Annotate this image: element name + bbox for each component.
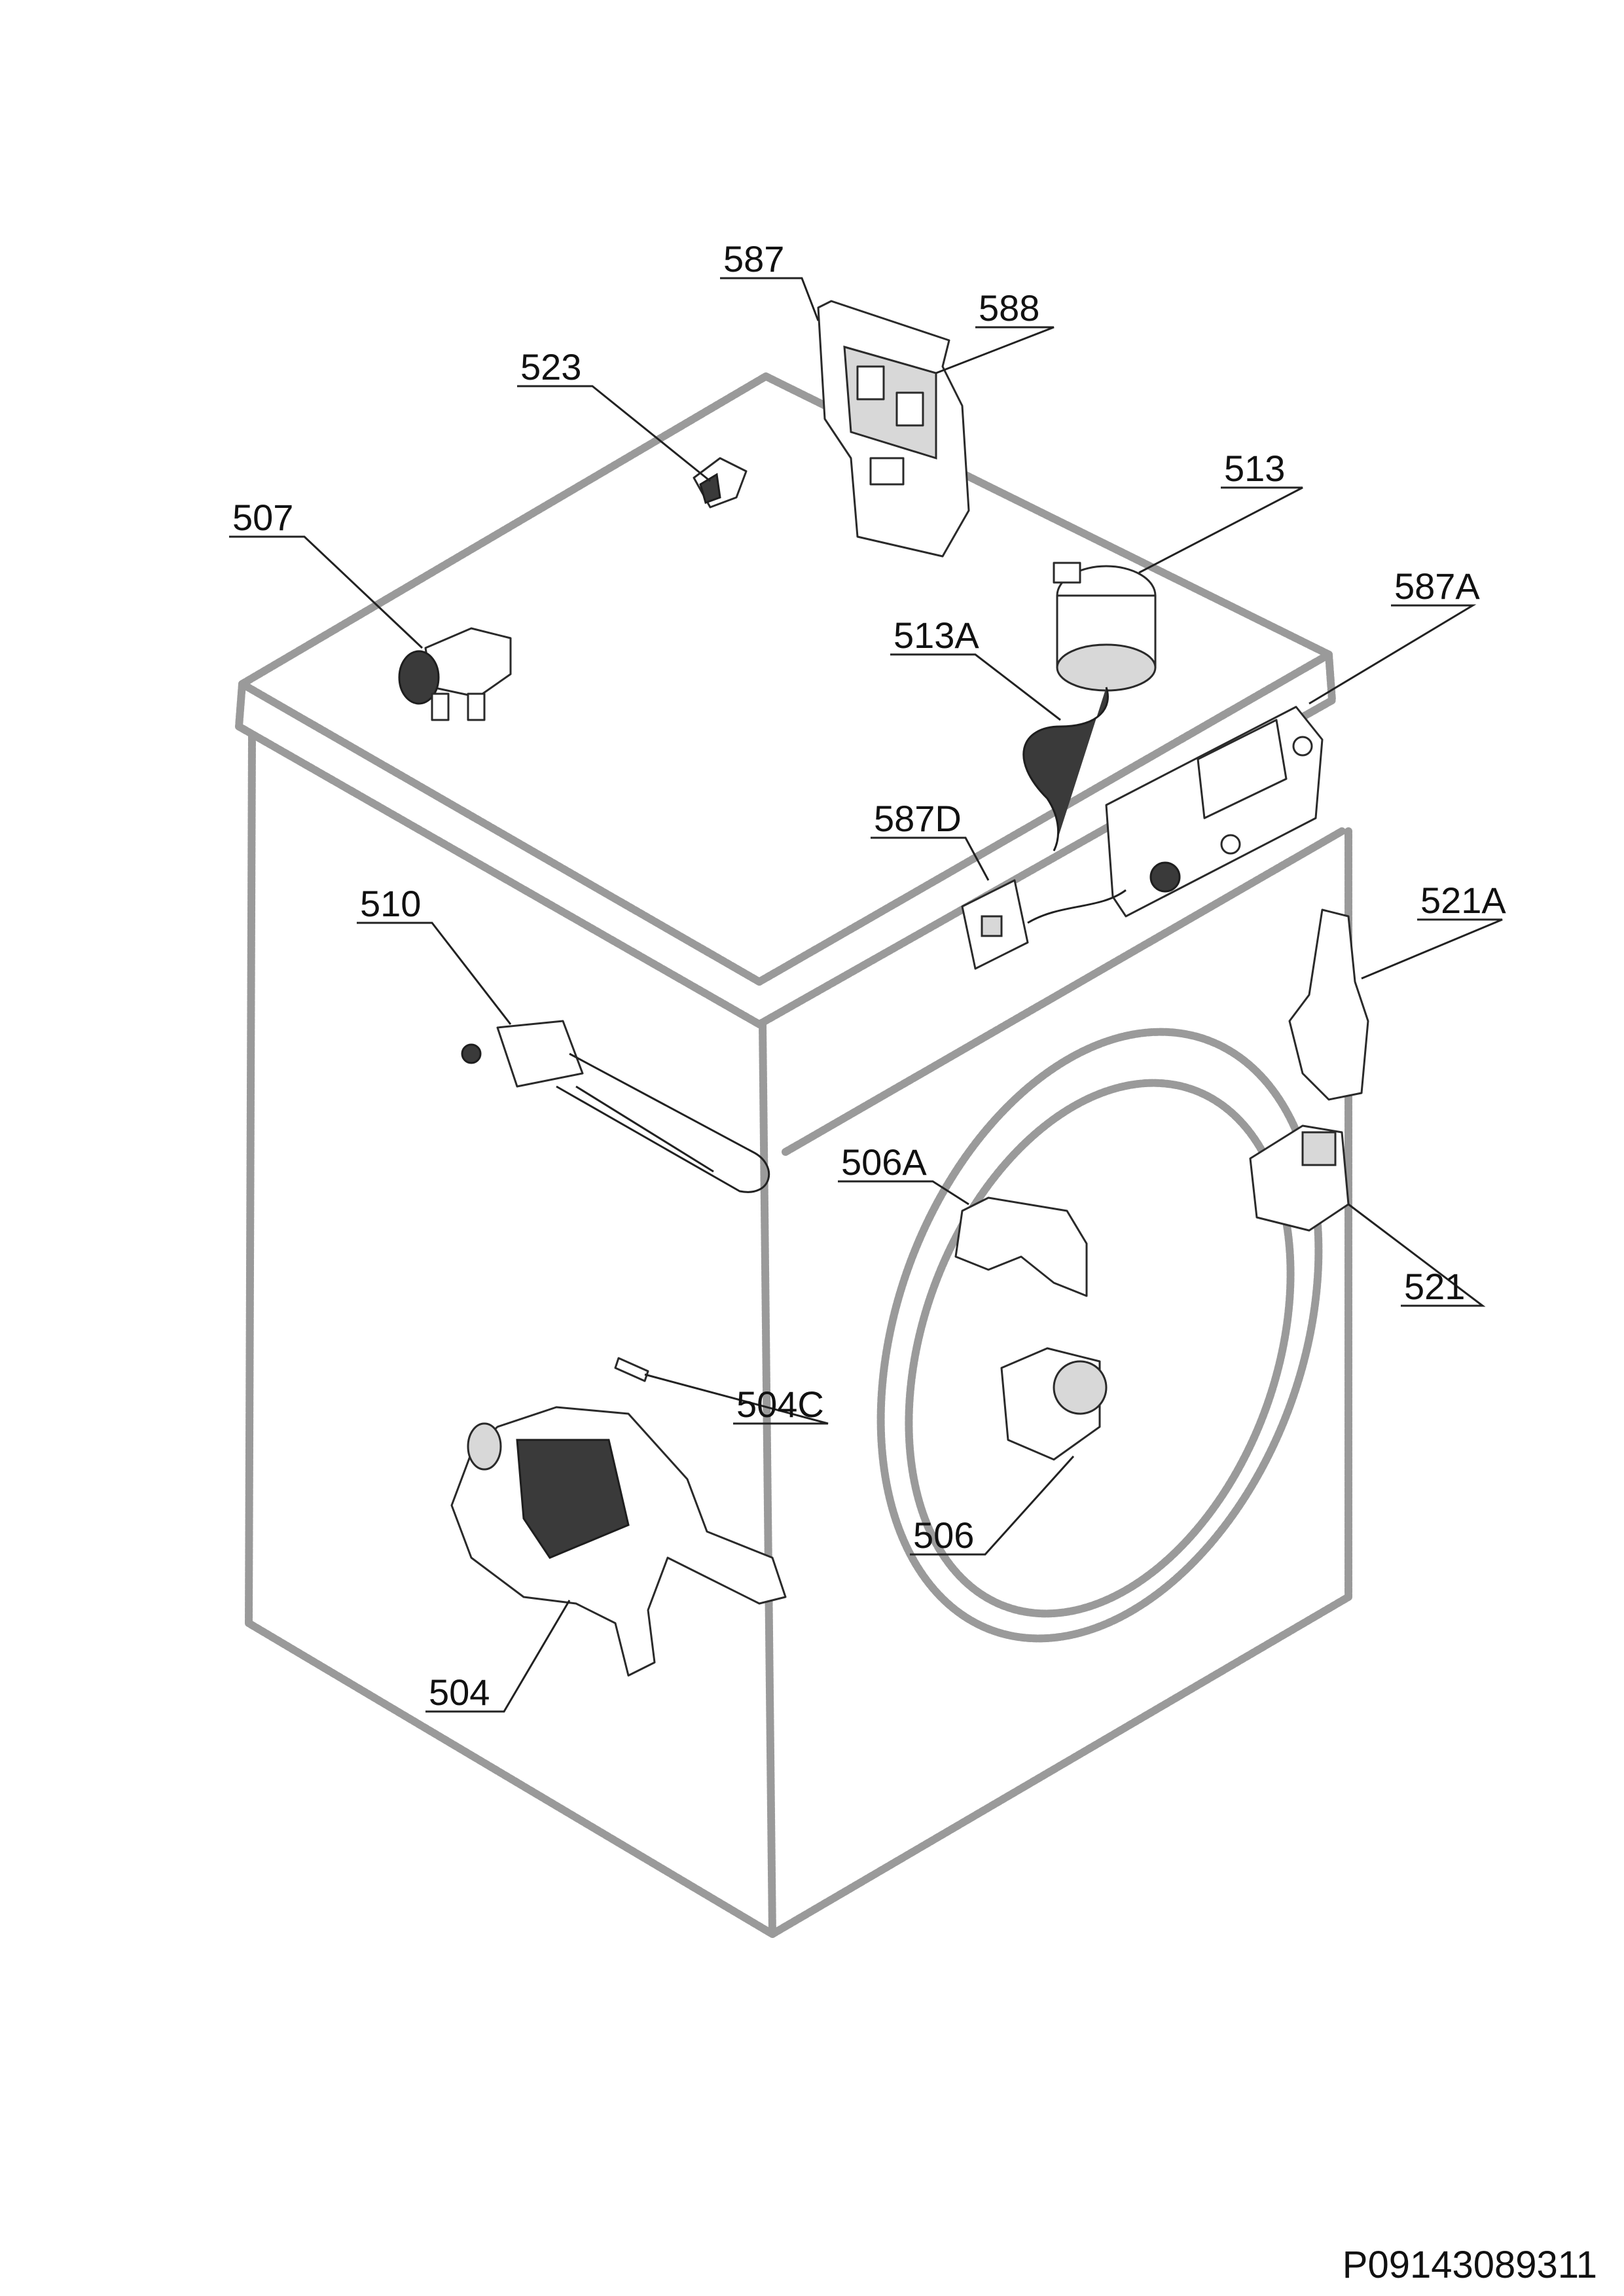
- part-587-control-board: [817, 300, 970, 558]
- part-523-clip: [693, 457, 748, 509]
- label-507: 507: [232, 497, 293, 538]
- part-507-inlet-valve: [398, 627, 512, 721]
- part-521-door-lock: [1249, 1124, 1350, 1232]
- label-504: 504: [429, 1672, 490, 1713]
- label-587D: 587D: [874, 798, 962, 839]
- part-506-drain-pump: [1000, 1347, 1108, 1461]
- label-510: 510: [360, 883, 421, 924]
- label-506A: 506A: [841, 1141, 927, 1183]
- cabinet-front-edge: [759, 1020, 776, 1938]
- part-587A-display-board: [1105, 706, 1324, 918]
- label-587A: 587A: [1394, 565, 1480, 607]
- label-504C: 504C: [736, 1384, 824, 1425]
- label-521: 521: [1404, 1266, 1465, 1307]
- door-ring-outer: [876, 1028, 1323, 1643]
- drawing-code: P09143089311: [1343, 2244, 1597, 2286]
- part-504-motor: [450, 1406, 787, 1677]
- label-523: 523: [520, 346, 581, 387]
- label-513A: 513A: [893, 615, 979, 656]
- door-ring-inner: [905, 1079, 1295, 1618]
- label-521A: 521A: [1420, 880, 1506, 921]
- part-504C-screw: [614, 1357, 649, 1382]
- part-521A-door-hinge: [1288, 908, 1369, 1101]
- cabinet-outline: [235, 372, 1352, 1938]
- part-513A-hose: [1022, 687, 1109, 852]
- label-588: 588: [979, 287, 1039, 329]
- callout-labels: 587 588 523 513 507 587A 513A 587D 521A …: [232, 238, 1506, 1713]
- part-513-pressure-switch: [1053, 562, 1157, 692]
- label-587: 587: [723, 238, 784, 279]
- part-506A-pump-cover: [954, 1196, 1088, 1297]
- part-510-heating-element: [461, 1020, 770, 1193]
- label-513: 513: [1224, 448, 1285, 489]
- part-587D-connector-board: [961, 879, 1127, 970]
- label-506: 506: [913, 1515, 974, 1556]
- leader-lines: [229, 277, 1503, 1713]
- cabinet-panel-line: [782, 827, 1346, 1156]
